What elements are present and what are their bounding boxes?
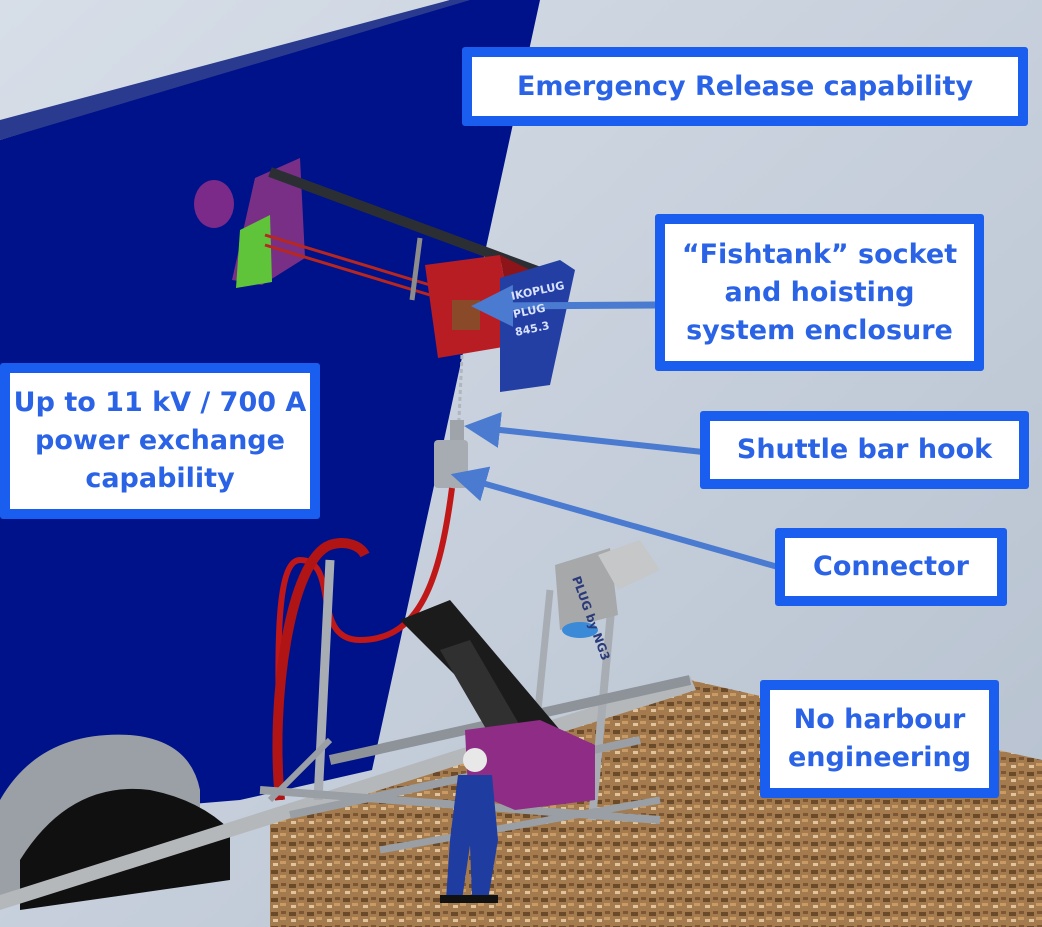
motor-blue: [562, 622, 598, 638]
arrow-shuttle-hook: [464, 412, 704, 455]
purple-box: [465, 720, 595, 810]
callout-power-line1: Up to 11 kV / 700 A: [13, 387, 307, 418]
callout-connector-text: Connector: [813, 551, 969, 582]
fishtank-core: [452, 300, 480, 330]
callout-power-line3: capability: [85, 463, 235, 494]
callout-fishtank: “Fishtank” socket and hoisting system en…: [655, 214, 984, 371]
callout-fishtank-line1: “Fishtank” socket: [681, 238, 958, 270]
shuttle-bar-hook: [450, 420, 464, 442]
arrow-fishtank: [471, 284, 657, 327]
callout-shuttle-bar-hook-text: Shuttle bar hook: [736, 434, 993, 465]
connector-body: [434, 440, 468, 488]
callout-fishtank-line2: and hoisting: [724, 276, 915, 308]
callout-power: Up to 11 kV / 700 A power exchange capab…: [0, 363, 320, 519]
frame-post-left: [313, 559, 335, 801]
worker-head: [463, 748, 487, 772]
callout-fishtank-line3: system enclosure: [686, 314, 953, 346]
arrow-connector: [450, 466, 779, 570]
plug-box: [555, 548, 618, 630]
frame-cross: [379, 796, 661, 854]
callout-no-harbour-engineering: No harbour engineering: [760, 680, 999, 798]
hoist-rail-1: [264, 233, 431, 287]
worker-body: [446, 775, 498, 900]
release-hatch: [194, 180, 234, 228]
hoist-rail-2: [264, 243, 431, 297]
callout-harbour-line2: engineering: [787, 742, 972, 773]
frame-diagonal: [267, 737, 333, 803]
hoist-beam: [268, 167, 542, 277]
enclosure-label-plate: [500, 260, 575, 392]
hoist-strut: [409, 237, 423, 301]
callout-shuttle-bar-hook: Shuttle bar hook: [700, 411, 1029, 489]
frame-post-right: [588, 599, 616, 821]
callout-emergency-release-text: Emergency Release capability: [516, 70, 974, 102]
hull-highlight: [0, 0, 470, 140]
cable-tray: [272, 538, 370, 801]
worker-feet: [440, 895, 498, 903]
callout-power-line2: power exchange: [35, 425, 285, 456]
callout-emergency-release: Emergency Release capability: [462, 47, 1028, 126]
callout-harbour-line1: No harbour: [793, 704, 966, 735]
plug-box-lid: [598, 540, 660, 590]
release-panel-green: [236, 215, 272, 288]
callout-connector: Connector: [775, 528, 1007, 606]
